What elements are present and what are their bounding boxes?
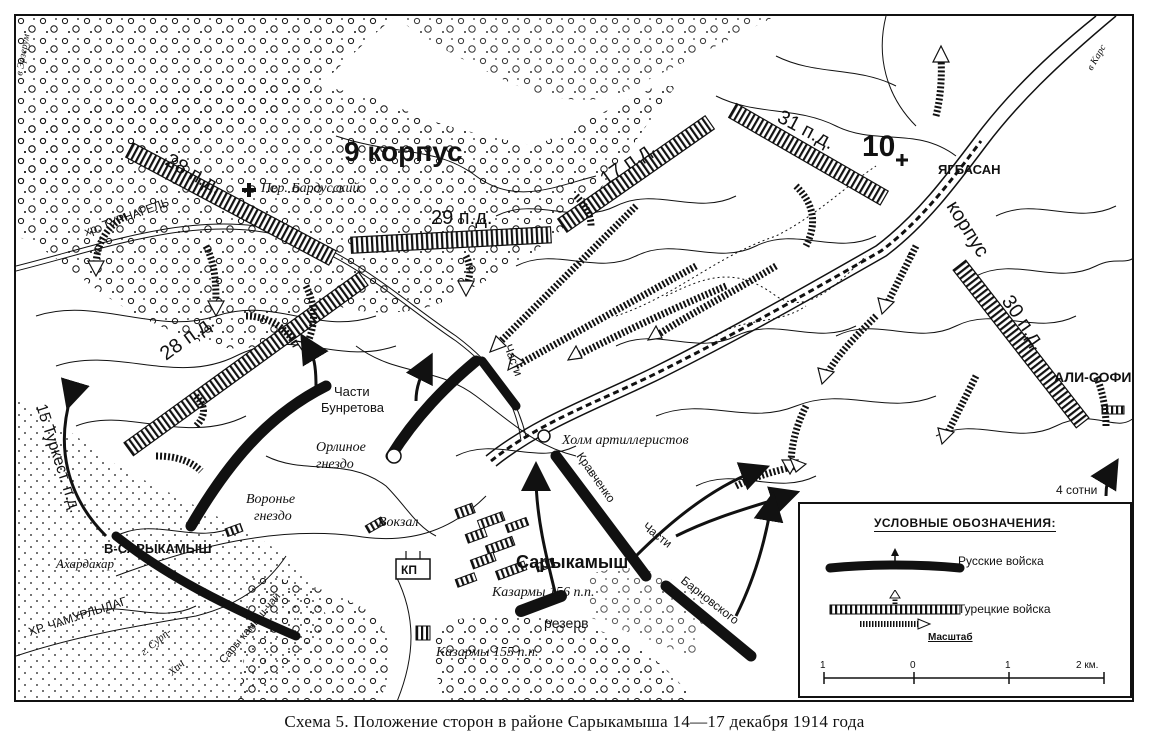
label-bunretova-1: Части	[334, 384, 370, 399]
scale-tick-0: 0	[910, 660, 916, 671]
label-bunretova-2: Бунретова	[321, 400, 385, 415]
label-vokzal: Вокзал	[378, 515, 418, 530]
label-sotni: 4 сотни	[1056, 483, 1097, 497]
label-orlinoe-1: Орлиное	[316, 440, 366, 455]
map-legend: УСЛОВНЫЕ ОБОЗНАЧЕНИЯ: Русские войска Тур…	[798, 502, 1132, 698]
scale-tick-1b: 1	[1005, 660, 1011, 671]
russian-arrows	[60, 333, 1119, 617]
label-to-kars: в Карс	[1085, 42, 1109, 72]
turkish-divisions	[123, 102, 1090, 457]
russian-forces	[111, 355, 757, 662]
label-corps9: 9 корпус	[344, 136, 463, 167]
label-voronye-2: гнездо	[254, 509, 292, 524]
russian-symbol	[825, 548, 965, 573]
map-frame: 9 корпус 10 корпус 28 п.д. 28 п.д. 29 п.…	[14, 14, 1134, 702]
label-ali-sofi: АЛИ-СОФИ	[1054, 369, 1132, 385]
map-caption: Схема 5. Положение сторон в районе Сарык…	[284, 712, 865, 731]
turkish-arrowheads	[87, 44, 956, 476]
label-yagbasan: ЯГБАСАН	[938, 162, 1000, 177]
label-kazarmy156: Казармы 156 п.п.	[491, 585, 594, 600]
legend-turkish-row: Турецкие войска	[800, 590, 1130, 630]
legend-title: УСЛОВНЫЕ ОБОЗНАЧЕНИЯ:	[873, 516, 1057, 532]
scale-tick-2km: 2 км.	[1076, 660, 1098, 671]
label-akhardakhar: Ахардахар	[55, 556, 115, 571]
river-valley	[485, 16, 1117, 467]
label-div29: 29 п.д.	[431, 207, 492, 229]
label-orlinoe-2: гнездо	[316, 457, 354, 472]
label-corps10-word: корпус	[942, 197, 993, 261]
scale-tick-1: 1	[820, 660, 826, 671]
turkish-symbol	[829, 590, 961, 630]
sarykamysh-town	[224, 405, 1125, 641]
scale-title: Масштаб	[928, 632, 973, 643]
label-sarykamysh: Сарыкамыш	[516, 552, 628, 572]
label-v-sarykamysh: В-САРЫКАМЫШ	[104, 541, 212, 556]
label-rezerv: резерв	[544, 615, 589, 631]
label-kazarmy155: Казармы 155 п.п.	[435, 645, 538, 660]
battle-map: 9 корпус 10 корпус 28 п.д. 28 п.д. 29 п.…	[16, 16, 1132, 700]
scale-bar: 1 0 1 2 км.	[820, 660, 1105, 684]
label-corps10-num: 10	[862, 130, 895, 163]
legend-russian-label: Русские войска	[958, 554, 1044, 568]
legend-turkish-label: Турецкие войска	[958, 602, 1051, 616]
label-voronye-1: Воронье	[246, 492, 295, 507]
label-kholm: Холм артиллеристов	[561, 433, 689, 448]
forest-areas	[16, 16, 776, 700]
legend-russian-row: Русские войска	[800, 548, 1130, 574]
label-bardussky: Пер. Бардусский	[260, 181, 360, 196]
label-kp: КП	[401, 563, 417, 577]
roads	[16, 16, 917, 700]
